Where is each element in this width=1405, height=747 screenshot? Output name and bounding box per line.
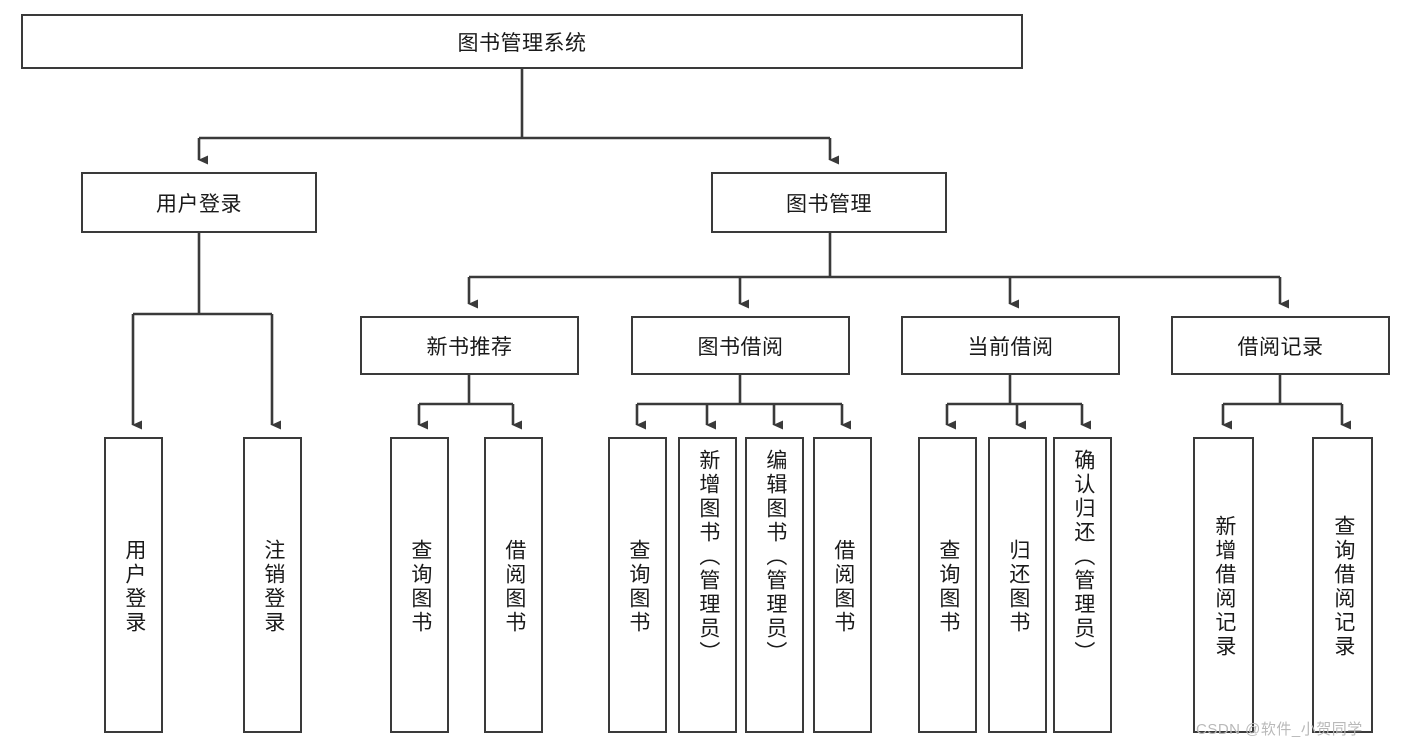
node-leaf-query-books-borrow[interactable]: 查询图书 bbox=[608, 437, 667, 733]
node-leaf-add-borrow-record-label: 新增借阅记录 bbox=[1212, 515, 1236, 659]
node-leaf-borrow-books-borrow[interactable]: 借阅图书 bbox=[813, 437, 872, 733]
node-borrow-record-label: 借阅记录 bbox=[1237, 335, 1324, 359]
node-user-login[interactable]: 用户登录 bbox=[81, 172, 317, 233]
node-leaf-query-books-current-label: 查询图书 bbox=[936, 539, 960, 635]
node-leaf-edit-book-admin-label: 编辑图书（管理员） bbox=[763, 449, 787, 665]
node-book-borrow-label: 图书借阅 bbox=[697, 335, 784, 359]
node-root-label: 图书管理系统 bbox=[457, 31, 587, 55]
node-leaf-query-borrow-record[interactable]: 查询借阅记录 bbox=[1312, 437, 1373, 733]
node-leaf-logout-login-label: 注销登录 bbox=[261, 539, 285, 635]
node-book-borrow[interactable]: 图书借阅 bbox=[631, 316, 850, 375]
node-current-borrow-label: 当前借阅 bbox=[967, 335, 1054, 359]
node-leaf-borrow-books-borrow-label: 借阅图书 bbox=[831, 539, 855, 635]
node-leaf-add-book-admin-label: 新增图书（管理员） bbox=[696, 449, 720, 665]
node-leaf-query-books-recommend[interactable]: 查询图书 bbox=[390, 437, 449, 733]
node-leaf-query-books-recommend-label: 查询图书 bbox=[408, 539, 432, 635]
node-leaf-add-book-admin[interactable]: 新增图书（管理员） bbox=[678, 437, 737, 733]
node-current-borrow[interactable]: 当前借阅 bbox=[901, 316, 1120, 375]
node-leaf-return-books[interactable]: 归还图书 bbox=[988, 437, 1047, 733]
node-leaf-borrow-books-recommend-label: 借阅图书 bbox=[502, 539, 526, 635]
node-book-management-label: 图书管理 bbox=[786, 192, 872, 216]
node-leaf-query-books-current[interactable]: 查询图书 bbox=[918, 437, 977, 733]
csdn-watermark: CSDN @软件_小贺同学 bbox=[1196, 721, 1363, 738]
node-leaf-query-books-borrow-label: 查询图书 bbox=[626, 539, 650, 635]
node-leaf-add-borrow-record[interactable]: 新增借阅记录 bbox=[1193, 437, 1254, 733]
node-leaf-query-borrow-record-label: 查询借阅记录 bbox=[1331, 515, 1355, 659]
node-leaf-user-login[interactable]: 用户登录 bbox=[104, 437, 163, 733]
node-leaf-user-login-label: 用户登录 bbox=[122, 539, 146, 635]
node-new-book-recommend[interactable]: 新书推荐 bbox=[360, 316, 579, 375]
node-root[interactable]: 图书管理系统 bbox=[21, 14, 1023, 69]
node-leaf-confirm-return-admin[interactable]: 确认归还（管理员） bbox=[1053, 437, 1112, 733]
node-leaf-borrow-books-recommend[interactable]: 借阅图书 bbox=[484, 437, 543, 733]
node-leaf-logout-login[interactable]: 注销登录 bbox=[243, 437, 302, 733]
node-book-management[interactable]: 图书管理 bbox=[711, 172, 947, 233]
node-user-login-label: 用户登录 bbox=[156, 192, 242, 216]
node-leaf-confirm-return-admin-label: 确认归还（管理员） bbox=[1071, 449, 1095, 665]
node-borrow-record[interactable]: 借阅记录 bbox=[1171, 316, 1390, 375]
node-leaf-return-books-label: 归还图书 bbox=[1006, 539, 1030, 635]
node-new-book-recommend-label: 新书推荐 bbox=[426, 335, 513, 359]
node-leaf-edit-book-admin[interactable]: 编辑图书（管理员） bbox=[745, 437, 804, 733]
